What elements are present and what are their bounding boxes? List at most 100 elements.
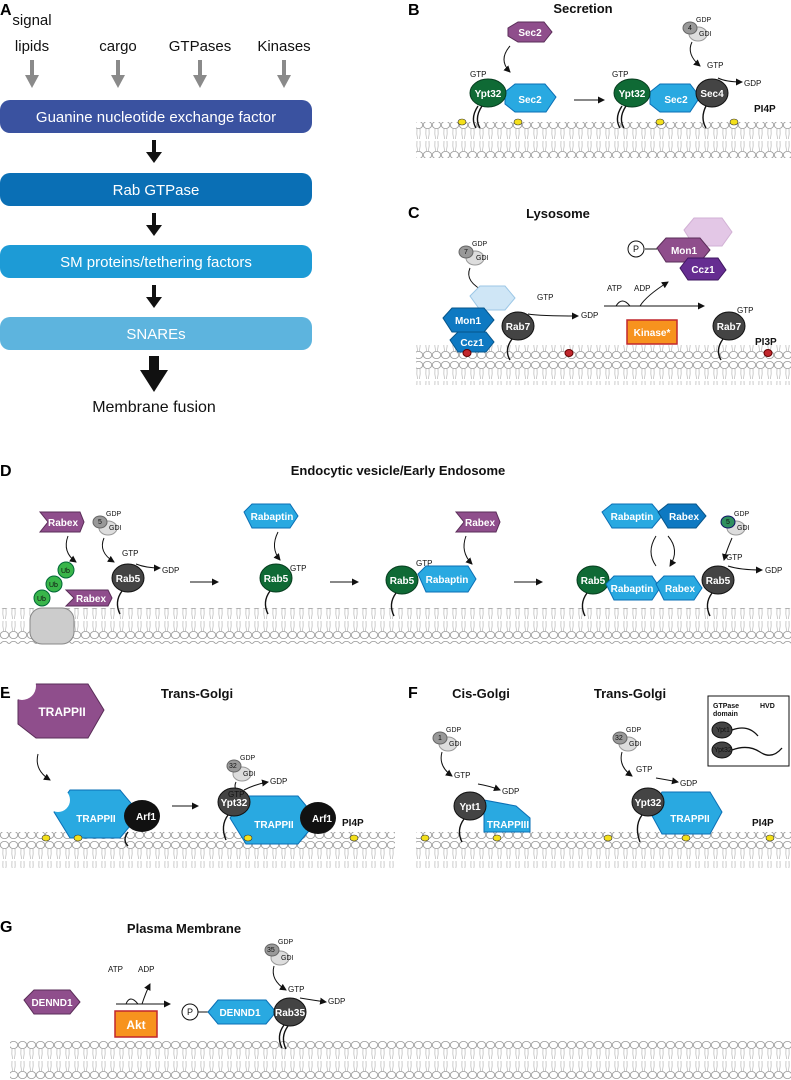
membrane-g — [10, 1040, 791, 1080]
panel-d: D Endocytic vesicle/Early Endosome Rabex… — [0, 463, 791, 645]
gdp-f-top1: GDP — [446, 727, 462, 734]
title-secretion: Secretion — [553, 1, 612, 16]
rab-num-d2: 5 — [726, 519, 730, 526]
rabex-blue-free — [657, 503, 707, 529]
arf1-2-label: Arf1 — [312, 814, 332, 825]
ypt1-f — [453, 791, 487, 821]
gef-box — [0, 100, 312, 133]
rabaptin-bound-1-label: Rabaptin — [426, 575, 469, 586]
gdi-g: GDI — [281, 955, 294, 962]
lipid-c: PI3P — [755, 337, 777, 348]
gdp-b-top: GDP — [696, 17, 712, 24]
rabex-free-1 — [38, 511, 85, 533]
trappii-f — [649, 791, 723, 835]
arf1-1 — [124, 800, 160, 832]
ub-3-label: Ub — [37, 596, 46, 603]
sm-label: SM proteins/tethering factors — [60, 254, 252, 271]
gdi-e: GDI — [243, 771, 256, 778]
panel-b: B Secretion Sec2 Sec2 Ypt32 GTP Sec2 Ypt… — [408, 1, 791, 158]
ypt32-f — [631, 787, 665, 817]
gdp-f-top2: GDP — [626, 727, 642, 734]
gdi-c: GDI — [476, 255, 489, 262]
sec4 — [695, 78, 729, 108]
kinase-box — [626, 319, 678, 345]
rabex-free-2-label: Rabex — [465, 518, 495, 529]
sec2-free-label: Sec2 — [518, 28, 542, 39]
rab5-4-label: Rab5 — [581, 576, 606, 587]
gdi-f2: GDI — [629, 741, 642, 748]
rabex-blue-free-label: Rabex — [669, 512, 699, 523]
ypt32-e — [217, 787, 251, 817]
gtp-d2: GTP — [290, 564, 306, 573]
rabex-bound-1 — [64, 589, 113, 607]
input-cargo: cargo — [99, 38, 137, 55]
mon1-phospho — [656, 237, 711, 263]
gdi-d2: GDI — [737, 525, 750, 532]
mon1-membrane-label: Mon1 — [455, 316, 482, 327]
rab5-4 — [576, 565, 610, 595]
rabaptin-free-1 — [243, 503, 299, 529]
ypt32-1-label: Ypt32 — [475, 89, 502, 100]
panel-g: G Plasma Membrane DENND1 ATP ADP Akt P D… — [0, 919, 791, 1080]
sm-box — [0, 245, 312, 278]
rab5-1-label: Rab5 — [116, 574, 141, 585]
gtp-d3: GTP — [416, 559, 432, 568]
rab-num-g: 35 — [267, 947, 275, 954]
arf1-1-label: Arf1 — [136, 812, 156, 823]
rabaptin-bound-2-label: Rabaptin — [611, 584, 654, 595]
ypt32-f-label: Ypt32 — [635, 798, 662, 809]
sec2-bound-1 — [504, 83, 557, 113]
title-trans-golgi-e: Trans-Golgi — [161, 686, 233, 701]
rab7-1-label: Rab7 — [506, 322, 531, 333]
rab-num-d1: 5 — [98, 519, 102, 526]
rab35-label: Rab35 — [275, 1008, 305, 1019]
legend-domain-line1: GTPase — [713, 703, 739, 710]
result-label: Membrane fusion — [92, 399, 216, 416]
akt-label: Akt — [126, 1018, 145, 1032]
membrane-b — [416, 122, 791, 158]
ypt32-2-label: Ypt32 — [619, 89, 646, 100]
panel-label-d: D — [0, 463, 12, 480]
membrane-d — [0, 608, 791, 644]
rab35 — [273, 997, 307, 1027]
rab5-5-label: Rab5 — [706, 576, 731, 587]
p-g-label: P — [187, 1007, 193, 1017]
mon1-phospho-label: Mon1 — [671, 246, 698, 257]
trappiii-label: TRAPPIII — [487, 820, 529, 831]
rab7-2-label: Rab7 — [717, 322, 742, 333]
gdi-d1: GDI — [109, 525, 122, 532]
rab5-5 — [701, 565, 735, 595]
panel-f: F Cis-Golgi Trans-Golgi GDI 1 GDP GTP GD… — [408, 685, 791, 868]
ypt32-1 — [469, 78, 507, 108]
title-plasma-membrane: Plasma Membrane — [127, 921, 241, 936]
sec2-bound-2-label: Sec2 — [664, 95, 688, 106]
panel-label-a: A — [0, 2, 12, 19]
panel-label-e: E — [0, 685, 11, 702]
gtp-g: GTP — [288, 985, 304, 994]
rab-num-b: 4 — [688, 25, 692, 32]
legend-domain-line2: domain — [713, 711, 738, 718]
gdp-f2: GDP — [680, 779, 697, 788]
title-cis-golgi: Cis-Golgi — [452, 686, 510, 701]
panel-e: E Trans-Golgi TRAPPII TRAPPII Arf1 GDI 3… — [0, 672, 395, 868]
title-lysosome: Lysosome — [526, 206, 590, 221]
ccz1-phospho — [679, 257, 727, 281]
rabex-free-1-label: Rabex — [48, 518, 78, 529]
rabex-bound-1-label: Rabex — [76, 594, 106, 605]
input-kinases: Kinases — [257, 38, 310, 55]
dennd1-free — [23, 989, 81, 1015]
atp-g: ATP — [108, 965, 123, 974]
gdp-g: GDP — [328, 997, 345, 1006]
gtp-f1: GTP — [454, 771, 470, 780]
legend-ypt1-label: Ypt1 — [716, 727, 730, 734]
legend-ypt32-label: Ypt32 — [714, 747, 732, 754]
lipid-b: PI4P — [754, 104, 776, 115]
gdp-e-top: GDP — [240, 755, 256, 762]
gtp-b3: GTP — [707, 61, 723, 70]
arf1-2 — [300, 802, 336, 834]
panel-label-c: C — [408, 205, 420, 222]
rab5-2-label: Rab5 — [264, 574, 289, 585]
rab5-3 — [385, 565, 419, 595]
ccz1-membrane-label: Ccz1 — [460, 338, 484, 349]
